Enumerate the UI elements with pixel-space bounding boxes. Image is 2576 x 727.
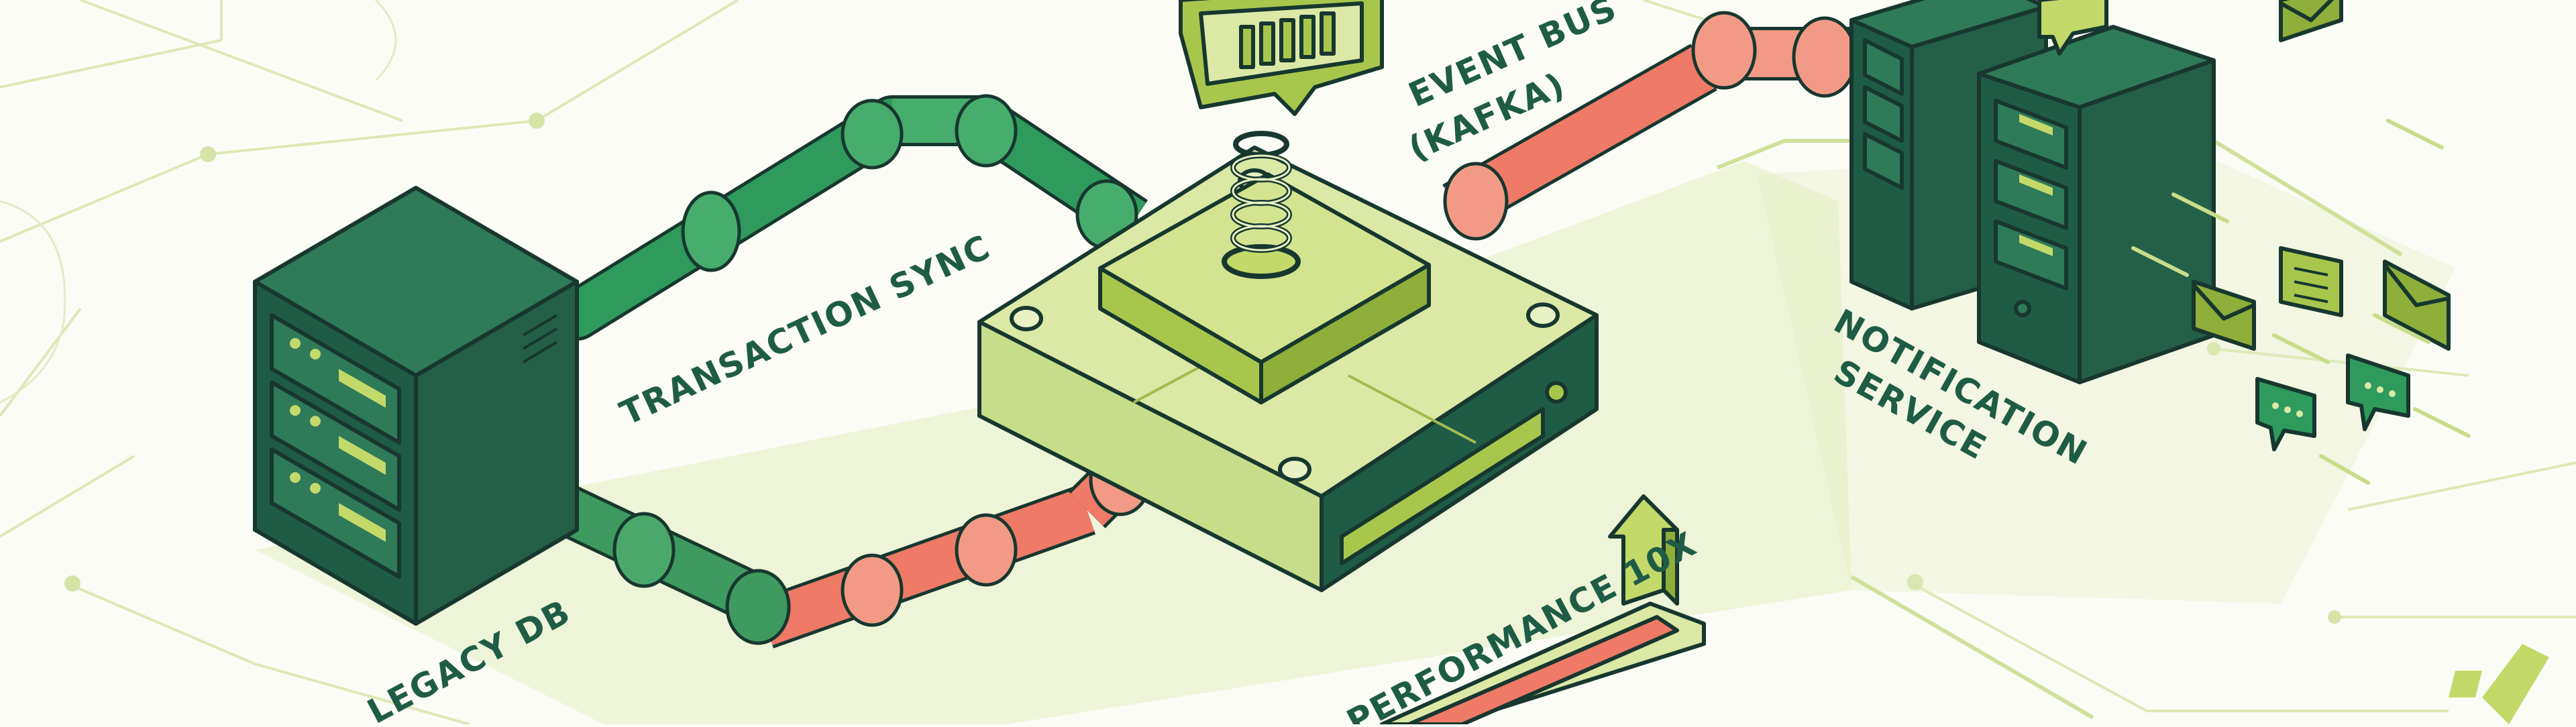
message-icon <box>2279 246 2343 317</box>
signal-lines <box>2131 119 2471 485</box>
spring-icon <box>1222 131 1301 279</box>
server-drive-bays <box>270 313 401 579</box>
legacy-db-server-icon <box>253 186 579 626</box>
background-curves <box>0 0 397 404</box>
envelope-icon <box>2383 260 2451 351</box>
envelope-icon <box>2279 0 2343 42</box>
hub-slot <box>1340 407 1545 565</box>
corner-decoration <box>2449 644 2549 724</box>
notification-server-front-icon <box>1977 25 2216 384</box>
event-bus-pipe <box>1442 11 1865 241</box>
notification-messages <box>2192 0 2451 451</box>
central-hub-icon <box>977 131 1599 592</box>
transaction-sync-pipe <box>551 94 1148 341</box>
arrow-up-icon <box>1380 494 1706 726</box>
server-led-slots <box>290 338 386 542</box>
chat-bubble-icon <box>2037 0 2108 56</box>
background-circuit-nodes <box>64 113 2341 624</box>
message-icon <box>2255 377 2316 451</box>
progress-bubble-icon <box>1179 0 1384 116</box>
envelope-icon <box>2192 280 2256 351</box>
message-icon <box>2346 353 2410 431</box>
